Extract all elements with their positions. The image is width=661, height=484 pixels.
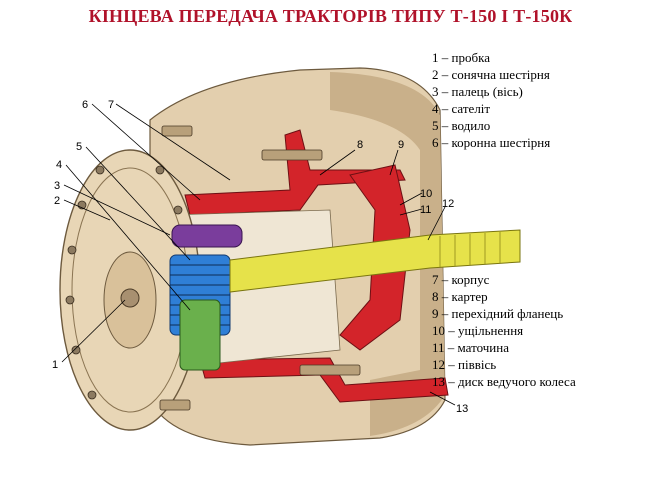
callout-5: 5 <box>76 141 82 153</box>
legend-item: 5 – водило <box>432 118 491 133</box>
legend-item: 7 – корпус <box>432 272 490 287</box>
drain-plug <box>120 288 140 308</box>
callout-8: 8 <box>357 139 363 151</box>
callout-7: 7 <box>108 99 114 111</box>
legend-item: 10 – ущільнення <box>432 323 524 338</box>
callout-1: 1 <box>52 359 58 371</box>
callout-3: 3 <box>54 180 60 192</box>
callout-12: 12 <box>442 198 454 210</box>
legend-top: 1 – пробка 2 – сонячна шестірня 3 – пале… <box>432 49 550 151</box>
half-axle <box>229 229 521 293</box>
legend-item: 6 – коронна шестірня <box>432 135 551 150</box>
planet-pin <box>171 224 243 248</box>
callout-10: 10 <box>420 188 432 200</box>
legend-item: 12 – піввісь <box>432 357 497 372</box>
callout-leaders <box>61 103 456 406</box>
callout-6: 6 <box>82 99 88 111</box>
callout-2: 2 <box>54 195 60 207</box>
planet-gear <box>179 299 221 371</box>
legend-item: 13 – диск ведучого колеса <box>432 374 576 389</box>
legend-bottom: 7 – корпус 8 – картер 9 – перехідний фла… <box>432 271 576 390</box>
legend-item: 8 – картер <box>432 289 488 304</box>
callout-9: 9 <box>398 139 404 151</box>
legend-item: 1 – пробка <box>432 50 490 65</box>
legend-item: 4 – сателіт <box>432 101 491 116</box>
legend-item: 9 – перехідний фланець <box>432 306 564 321</box>
callout-13: 13 <box>456 403 468 415</box>
axle-splines <box>439 232 501 267</box>
callout-4: 4 <box>56 159 62 171</box>
callout-11: 11 <box>420 204 431 216</box>
legend-item: 3 – палець (вісь) <box>432 84 523 99</box>
cover-bolts <box>65 165 183 400</box>
wheel-studs <box>159 125 361 411</box>
page-title: КІНЦЕВА ПЕРЕДАЧА ТРАКТОРІВ ТИПУ Т-150 І … <box>88 6 573 26</box>
legend-item: 11 – маточина <box>432 340 509 355</box>
legend-item: 2 – сонячна шестірня <box>432 67 550 82</box>
